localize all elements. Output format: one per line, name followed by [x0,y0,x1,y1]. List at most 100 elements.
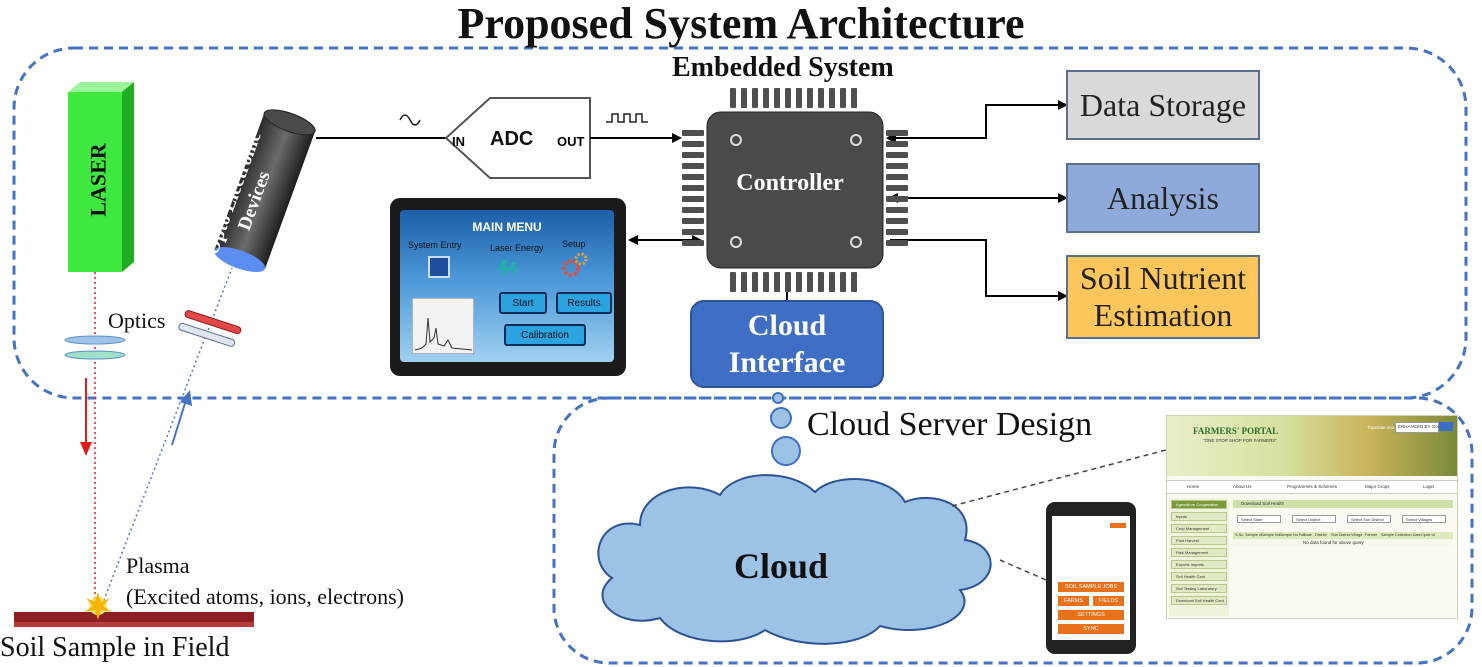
portal-column-header: District [1315,533,1327,537]
setup-label: Setup [562,239,586,249]
cloud-boundary [552,396,1474,665]
lightning-icon[interactable] [496,260,520,280]
portal-table-empty-row: No data found for above query [1233,539,1453,546]
chip-pin [682,207,704,213]
portal-search-button[interactable] [1439,422,1453,431]
portal-search-input[interactable]: ENHANCED BY Google [1395,422,1446,433]
sync-button[interactable]: SYNC [1058,624,1124,634]
portal-filter-select[interactable]: Select Villages [1402,515,1446,523]
portal-search-hint: ENHANCED BY Google [1398,424,1447,429]
chip-pin [796,88,802,108]
controller-label: Controller [736,170,844,196]
portal-sidebar-item[interactable]: Exports Imports [1171,560,1227,569]
nav-about[interactable]: About Us [1233,484,1252,489]
portal-column-header: Sample Collection Date [1381,533,1421,537]
nav-home[interactable]: Home [1187,484,1200,489]
chip-pin [774,88,780,108]
chip-pin [785,272,791,292]
translate-label: Translate into [1367,425,1395,430]
soil-sample-jobs-button[interactable]: SOIL SAMPLE JOBS [1058,582,1124,592]
portal-sidebar-label: Soil Health Card [1176,574,1206,579]
portal-sidebar-label: Inputs [1176,514,1187,519]
system-entry-icon[interactable] [428,256,450,278]
portal-nav: Home About Us Programmes & Schemes Major… [1167,480,1457,494]
portal-column-header: Farmer [1365,533,1378,537]
chip-pin [763,272,769,292]
portal-sidebar-item[interactable]: Post Harvest [1171,536,1227,545]
portal-sidebar-item[interactable]: Agriculture Cooperation [1171,500,1227,509]
portal-section-title: Download Soil Health [1241,501,1285,506]
portal-column-header: State [1303,533,1312,537]
page-title: Proposed System Architecture [457,0,1025,48]
gear-icon[interactable] [560,252,588,278]
spectrum-plot [412,298,474,354]
chip-pin [886,207,908,213]
soil-nutrient-line-2: Estimation [1093,297,1233,333]
main-menu-title: MAIN MENU [472,220,542,234]
results-button[interactable]: Results [556,292,612,314]
portal-filter-label: Select Villages [1406,517,1433,522]
data-storage-label: Data Storage [1079,86,1247,123]
portal-filter-select[interactable]: Select Sub District [1347,515,1391,523]
portal-sidebar-item[interactable]: Crop Management [1171,524,1227,533]
nav-programmes[interactable]: Programmes & Schemes [1287,484,1338,489]
analysis-box: Analysis [1066,163,1260,233]
chip-pin [886,130,908,136]
chip-pin [682,196,704,202]
chip-pin [752,272,758,292]
calibration-button[interactable]: Calibration [504,324,586,346]
embedded-boundary [12,46,1468,400]
cloud-label: Cloud [733,546,829,586]
portal-sidebar-label: Download Soil Health Card [1176,598,1225,603]
laser-label: LASER [86,143,112,217]
settings-button[interactable]: SETTINGS [1058,610,1124,620]
portal-sidebar-label: Exports Imports [1176,562,1205,567]
portal-empty-message: No data found for above query [1303,540,1364,545]
laser-energy-label: Laser Energy [490,243,544,253]
portal-column-header: Sub District [1331,533,1351,537]
chip-pin [730,88,736,108]
soil-nutrient-box: Soil Nutrient Estimation [1066,255,1260,339]
touch-screen: MAIN MENU System Entry Laser Energy Setu… [390,198,626,376]
portal-filter-label: Select State [1241,517,1263,522]
portal-sidebar-item[interactable]: Soil Testing Laboratory [1171,584,1227,593]
chip-pin [840,88,846,108]
chip-pin [851,88,857,108]
chip-pin [886,152,908,158]
nav-major-crops[interactable]: Major Crops [1365,484,1390,489]
fields-button[interactable]: FIELDS [1093,596,1124,606]
chip-pin [682,174,704,180]
portal-name: FARMERS' PORTAL [1193,426,1279,436]
portal-sidebar-label: Crop Management [1176,526,1210,531]
chip-pin [886,196,908,202]
portal-sidebar-item[interactable]: Risk Management [1171,548,1227,557]
portal-sidebar-item[interactable]: Download Soil Health Card [1171,596,1227,605]
chip-pin [796,272,802,292]
laser-block [68,82,134,272]
start-button[interactable]: Start [499,292,547,314]
chip-pin [785,88,791,108]
portal-filter-select[interactable]: Select District [1292,515,1336,523]
chip-pin [829,272,835,292]
nav-login[interactable]: Login [1423,484,1435,489]
chip-pin [886,185,908,191]
portal-sidebar-item[interactable]: Inputs [1171,512,1227,521]
portal-sidebar-label: Post Harvest [1176,538,1199,543]
portal-sidebar-label: Soil Testing Laboratory [1176,586,1217,591]
portal-column-header: S.No [1235,533,1244,537]
farms-button[interactable]: FARMS [1058,596,1089,606]
portal-column-header: Sample No [1261,533,1280,537]
cloud-interface-line-2: Interface [728,346,846,379]
portal-column-header: Sample Id [1245,533,1263,537]
portal-tagline: "ONE STOP SHOP FOR FARMERS" [1203,438,1277,443]
optics-label: Optics [108,308,166,333]
chip-pin [682,141,704,147]
chip-pin [886,141,908,147]
portal-filters: Select State Select District Select Sub Di… [1233,512,1453,526]
cloud-shape [597,474,992,645]
portal-filter-select[interactable]: Select State [1237,515,1281,523]
portal-sidebar-item[interactable]: Soil Health Card [1171,572,1227,581]
phone-header-badge [1110,523,1126,528]
soil-sample-label: Soil Sample in Field [0,632,230,663]
data-storage-box: Data Storage [1066,70,1260,140]
